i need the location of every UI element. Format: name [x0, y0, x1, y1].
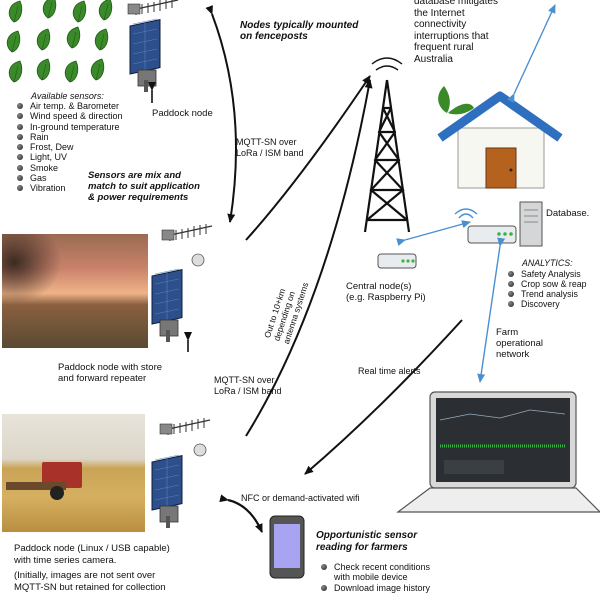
analytics-item: Discovery	[505, 299, 587, 309]
solar-node-1	[127, 0, 179, 93]
leaf-cluster	[6, 0, 113, 83]
sensors-heading: Available sensors:	[31, 91, 104, 101]
mqtt-label-top: MQTT-SN over LoRa / ISM band	[236, 137, 304, 158]
fencepost-note: Nodes typically mounted on fenceposts	[240, 20, 359, 42]
analytics-heading: ANALYTICS:	[522, 258, 573, 268]
paddock-node-label: Paddock node	[152, 108, 213, 119]
sensor-item: Rain	[14, 132, 123, 142]
laptop	[396, 391, 600, 513]
radio-tower	[363, 57, 411, 233]
farm-network-label: Farm operational network	[496, 327, 544, 360]
sensor-mix-note: Sensors are mix and match to suit applic…	[88, 170, 200, 203]
sensor-item: In-ground temperature	[14, 122, 123, 132]
real-time-alerts-label: Real time alerts	[358, 366, 421, 376]
mqtt-label-bottom: MQTT-SN over LoRa / ISM band	[214, 375, 282, 396]
house-router	[454, 208, 517, 244]
camera-node-label: Paddock node (Linux / USB capable) with …	[14, 543, 170, 566]
analytics-list: Safety Analysis Crop sow & reap Trend an…	[505, 269, 587, 309]
sensor-item: Gas	[14, 173, 123, 183]
solar-node-2	[151, 223, 213, 343]
opportunistic-item: Download image history	[318, 583, 430, 593]
sensor-item: Frost, Dew	[14, 142, 123, 152]
farmhouse	[437, 86, 563, 189]
analytics-item: Crop sow & reap	[505, 279, 587, 289]
repeater-node-label: Paddock node with store and forward repe…	[58, 362, 163, 384]
opportunistic-list: Check recent conditions with mobile devi…	[318, 562, 430, 593]
communication-arrows	[148, 4, 556, 533]
sensor-item: Air temp. & Barometer	[14, 101, 123, 111]
opportunistic-item: Check recent conditions with mobile devi…	[318, 562, 430, 583]
solar-node-3	[151, 417, 211, 529]
database-label: Database.	[546, 208, 590, 219]
sensor-item: Smoke	[14, 163, 123, 173]
central-router	[377, 253, 417, 269]
central-node-label: Central node(s) (e.g. Raspberry Pi)	[346, 281, 426, 303]
sensor-item: Vibration	[14, 183, 123, 193]
sensor-list: Air temp. & Barometer Wind speed & direc…	[14, 101, 123, 194]
sensor-item: Wind speed & direction	[14, 111, 123, 121]
mobile-phone	[269, 515, 305, 579]
database-server	[519, 201, 543, 247]
analytics-item: Safety Analysis	[505, 269, 587, 279]
opportunistic-heading: Opportunistic sensor reading for farmers	[316, 530, 418, 553]
database-note: database mitigates the Internet connecti…	[414, 0, 498, 65]
nfc-wifi-label: NFC or demand-activated wifi	[241, 493, 360, 503]
harvester-paddock-photo	[2, 414, 145, 532]
sensor-item: Light, UV	[14, 152, 123, 162]
sunset-paddock-photo	[2, 234, 148, 348]
images-note: (Initially, images are not sent over MQT…	[14, 570, 166, 593]
analytics-item: Trend analysis	[505, 289, 587, 299]
